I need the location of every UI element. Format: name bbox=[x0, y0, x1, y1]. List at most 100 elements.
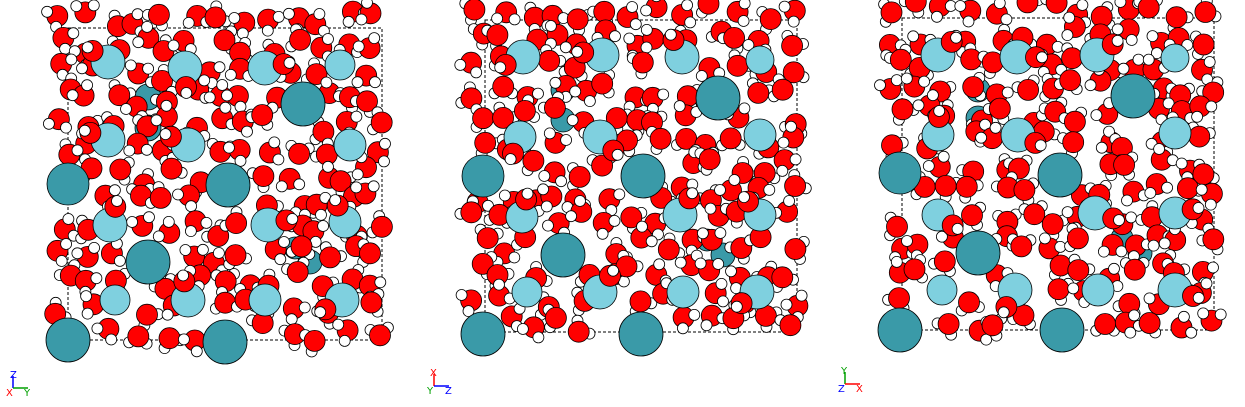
ion-light bbox=[99, 284, 131, 316]
structure-view-3: Y Z X bbox=[830, 0, 1245, 403]
hydrogen-atom bbox=[931, 10, 943, 23]
oxygen-atom bbox=[289, 28, 312, 51]
oxygen-atom bbox=[981, 314, 1004, 337]
hydrogen-atom bbox=[912, 99, 925, 112]
water-molecule bbox=[70, 0, 100, 24]
water-molecule bbox=[591, 69, 616, 99]
oxygen-atom bbox=[204, 6, 227, 29]
oxygen-atom bbox=[136, 303, 158, 326]
axis-label-vertical-2: X bbox=[430, 368, 437, 379]
water-molecule bbox=[1196, 76, 1225, 104]
oxygen-atom bbox=[958, 291, 980, 314]
water-molecule bbox=[537, 91, 566, 119]
hydrogen-atom bbox=[1203, 56, 1216, 68]
hydrogen-atom bbox=[1117, 62, 1130, 75]
hydrogen-atom bbox=[1143, 292, 1156, 305]
hydrogen-atom bbox=[124, 59, 137, 72]
water-molecule bbox=[737, 190, 759, 213]
hydrogen-atom bbox=[80, 290, 92, 303]
oxygen-atom bbox=[955, 175, 978, 198]
oxygen-atom bbox=[1188, 125, 1211, 148]
hydrogen-atom bbox=[493, 278, 505, 291]
oxygen-atom bbox=[1094, 313, 1117, 335]
oxygen-atom bbox=[937, 313, 960, 335]
hydrogen-atom bbox=[332, 318, 345, 331]
water-molecule bbox=[488, 75, 518, 100]
oxygen-atom bbox=[1137, 0, 1160, 19]
hydrogen-atom bbox=[224, 69, 237, 81]
water-molecule bbox=[159, 125, 182, 148]
hydrogen-atom bbox=[76, 62, 88, 75]
oxygen-atom bbox=[471, 252, 494, 275]
hydrogen-atom bbox=[989, 121, 1002, 134]
hydrogen-atom bbox=[261, 24, 274, 37]
hydrogen-atom bbox=[275, 180, 288, 193]
water-molecule bbox=[985, 0, 1013, 26]
hydrogen-atom bbox=[611, 148, 624, 161]
water-molecule bbox=[1037, 53, 1068, 78]
water-molecule bbox=[543, 127, 573, 154]
hydrogen-atom bbox=[78, 124, 91, 137]
water-molecule bbox=[124, 59, 155, 85]
ion-light bbox=[1160, 43, 1190, 73]
water-molecule bbox=[1197, 307, 1227, 332]
oxygen-atom bbox=[880, 1, 903, 24]
oxygen-atom bbox=[591, 154, 614, 177]
oxygen-atom bbox=[886, 215, 908, 238]
water-molecule bbox=[646, 126, 672, 155]
hydrogen-atom bbox=[1095, 141, 1108, 154]
hydrogen-atom bbox=[738, 102, 751, 115]
water-molecule bbox=[275, 167, 306, 193]
oxygen-atom bbox=[543, 96, 566, 119]
oxygen-atom bbox=[891, 98, 914, 121]
hydrogen-atom bbox=[532, 331, 545, 344]
hydrogen-atom bbox=[81, 41, 94, 54]
hydrogen-atom bbox=[223, 141, 235, 154]
hydrogen-atom bbox=[213, 61, 226, 74]
water-molecule bbox=[491, 1, 521, 26]
water-molecule bbox=[326, 194, 349, 217]
hydrogen-atom bbox=[70, 0, 83, 12]
hydrogen-atom bbox=[184, 225, 197, 238]
oxygen-atom bbox=[1113, 153, 1136, 176]
hydrogen-atom bbox=[1192, 291, 1205, 304]
oxygen-atom bbox=[784, 175, 807, 197]
hydrogen-atom bbox=[596, 227, 609, 240]
hydrogen-atom bbox=[1034, 139, 1047, 152]
oxygen-atom bbox=[782, 61, 805, 84]
hydrogen-atom bbox=[322, 160, 334, 173]
hydrogen-atom bbox=[172, 188, 184, 201]
oxygen-atom bbox=[781, 34, 804, 57]
hydrogen-atom bbox=[293, 178, 306, 191]
water-molecule bbox=[981, 312, 1008, 342]
water-molecule bbox=[541, 4, 570, 32]
oxygen-atom bbox=[747, 82, 770, 104]
hydrogen-atom bbox=[43, 117, 55, 130]
oxygen-atom bbox=[1047, 278, 1070, 301]
oxygen-atom bbox=[698, 148, 721, 171]
hydrogen-atom bbox=[1161, 181, 1174, 194]
water-molecule bbox=[767, 73, 794, 103]
water-molecule bbox=[898, 0, 927, 19]
ion-dark-large bbox=[280, 81, 326, 127]
oxygen-atom bbox=[1045, 0, 1068, 14]
oxygen-atom bbox=[1013, 179, 1036, 201]
hydrogen-atom bbox=[890, 255, 903, 268]
water-molecule bbox=[774, 311, 804, 337]
hydrogen-atom bbox=[1121, 194, 1133, 207]
hydrogen-atom bbox=[109, 184, 121, 197]
oxygen-atom bbox=[1016, 0, 1039, 14]
ion-light bbox=[743, 118, 777, 152]
hydrogen-atom bbox=[890, 74, 903, 86]
oxygen-atom bbox=[779, 314, 802, 337]
hydrogen-atom bbox=[1147, 239, 1160, 252]
hydrogen-atom bbox=[342, 15, 355, 28]
hydrogen-atom bbox=[338, 334, 351, 347]
hydrogen-atom bbox=[71, 144, 84, 157]
hydrogen-atom bbox=[613, 188, 626, 201]
water-molecule bbox=[995, 296, 1018, 319]
axis-label-horizontal-3: X bbox=[856, 384, 863, 395]
water-molecule bbox=[730, 292, 753, 315]
oxygen-atom bbox=[1062, 131, 1085, 154]
oxygen-atom bbox=[934, 174, 957, 197]
